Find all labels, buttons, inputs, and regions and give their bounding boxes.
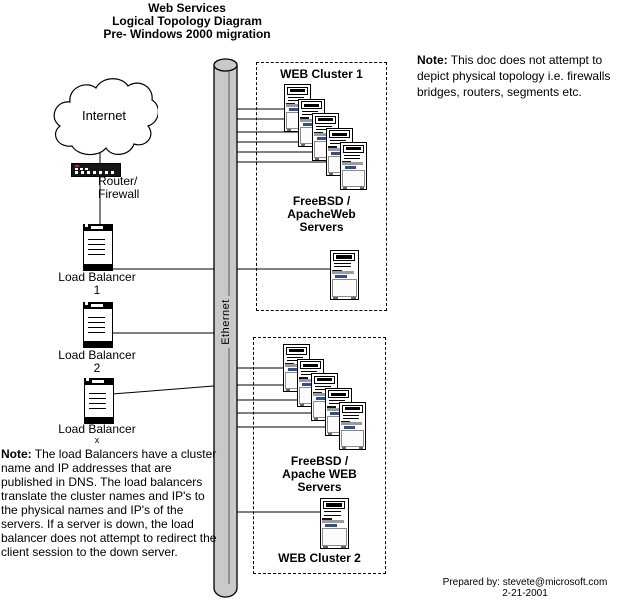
cluster2-label-line2: Apache WEB bbox=[282, 467, 357, 481]
load-balancer3-label: Load Balancer x bbox=[58, 422, 136, 445]
server-top-panel bbox=[287, 86, 308, 95]
load-balancer1-label: Load Balancer 1 bbox=[58, 270, 136, 297]
server-top-panel bbox=[300, 361, 321, 370]
load-balancer1-icon bbox=[83, 224, 113, 271]
server-top-panel bbox=[343, 144, 364, 153]
server-top-panel bbox=[286, 346, 307, 355]
server-blue-badge bbox=[329, 411, 341, 415]
server-blue-badge bbox=[344, 166, 356, 170]
server-blue-badge bbox=[288, 108, 300, 112]
cluster1-title: WEB Cluster 1 bbox=[280, 67, 363, 81]
server-top-panel bbox=[314, 375, 335, 384]
prepared-by: Prepared by: stevete@microsoft.com 2-21-… bbox=[425, 577, 625, 599]
cluster1-server-group-label: FreeBSD / ApacheWeb Servers bbox=[257, 195, 386, 234]
server-top-panel bbox=[333, 252, 356, 262]
note-line2: depict physical topology i.e. firewalls bbox=[417, 69, 611, 83]
server-blue-badge bbox=[315, 397, 327, 401]
topology-note: Note: This doc does not attempt to depic… bbox=[417, 52, 626, 100]
router-marks bbox=[75, 168, 89, 170]
router-led bbox=[75, 165, 79, 167]
load-balancer3-icon bbox=[84, 378, 114, 424]
prepared-date: 2-21-2001 bbox=[502, 588, 548, 599]
server-blue-badge bbox=[302, 122, 314, 126]
internet-label: Internet bbox=[81, 108, 127, 123]
server-top-panel bbox=[329, 130, 350, 139]
server-blue-badge bbox=[301, 382, 313, 386]
router-label: Router/ Firewall bbox=[98, 174, 140, 201]
note-line3: bridges, routers, segments etc. bbox=[417, 85, 582, 99]
server-blue-badge bbox=[316, 137, 328, 141]
cluster1-single-server-icon bbox=[330, 250, 359, 300]
note-line1: Note: This doc does not attempt to bbox=[417, 53, 603, 67]
load-balancer2-icon bbox=[83, 302, 113, 348]
title-line2: Logical Topology Diagram bbox=[112, 14, 262, 28]
cluster1-label-line2: ApacheWeb bbox=[287, 207, 356, 221]
server-top-panel bbox=[342, 404, 363, 413]
load-balancer-note: Note: The load Balancers have a cluster … bbox=[1, 447, 221, 559]
server-top-panel bbox=[301, 101, 322, 110]
server-icon bbox=[340, 142, 367, 190]
cluster2-server-group-label: FreeBSD / Apache WEB Servers bbox=[254, 455, 385, 494]
web-cluster1-box: WEB Cluster 1 FreeBSD / ApacheWeb Server… bbox=[256, 62, 387, 311]
cluster2-single-server-icon bbox=[320, 498, 349, 549]
cluster1-label-line3: Servers bbox=[299, 220, 344, 234]
web-cluster2-box: FreeBSD / Apache WEB Servers WEB Cluster… bbox=[253, 337, 386, 574]
note-label: Note: bbox=[417, 53, 448, 67]
load-balancer2-label: Load Balancer 2 bbox=[58, 348, 136, 375]
cluster2-label-line3: Servers bbox=[297, 480, 342, 494]
server-blue-badge bbox=[324, 523, 337, 527]
server-blue-badge bbox=[334, 275, 347, 279]
lb-note-line1: Note: The load Balancers have a cluster bbox=[1, 447, 217, 461]
title-line1: Web Services bbox=[148, 1, 226, 15]
server-top-panel bbox=[323, 500, 346, 510]
server-top-panel bbox=[328, 390, 349, 399]
server-blue-badge bbox=[343, 426, 355, 430]
cluster2-label-line1: FreeBSD / bbox=[290, 454, 349, 468]
line-lb3-pipe bbox=[111, 384, 227, 395]
router-firewall-icon bbox=[71, 163, 121, 177]
lb-note-label: Note: bbox=[1, 447, 32, 461]
prepared-by-line: Prepared by: stevete@microsoft.com bbox=[442, 577, 608, 588]
ethernet-label: Ethernet bbox=[206, 290, 246, 354]
server-blue-badge bbox=[287, 368, 299, 372]
router-ports bbox=[75, 171, 116, 174]
server-icon bbox=[339, 402, 366, 450]
server-blue-badge bbox=[330, 151, 342, 155]
internet-cloud-icon bbox=[53, 78, 158, 156]
page-title: Web Services Logical Topology Diagram Pr… bbox=[27, 2, 347, 41]
server-top-panel bbox=[315, 115, 336, 124]
cluster2-title: WEB Cluster 2 bbox=[278, 551, 361, 565]
title-line3: Pre- Windows 2000 migration bbox=[103, 27, 271, 41]
cluster1-label-line1: FreeBSD / bbox=[292, 194, 351, 208]
